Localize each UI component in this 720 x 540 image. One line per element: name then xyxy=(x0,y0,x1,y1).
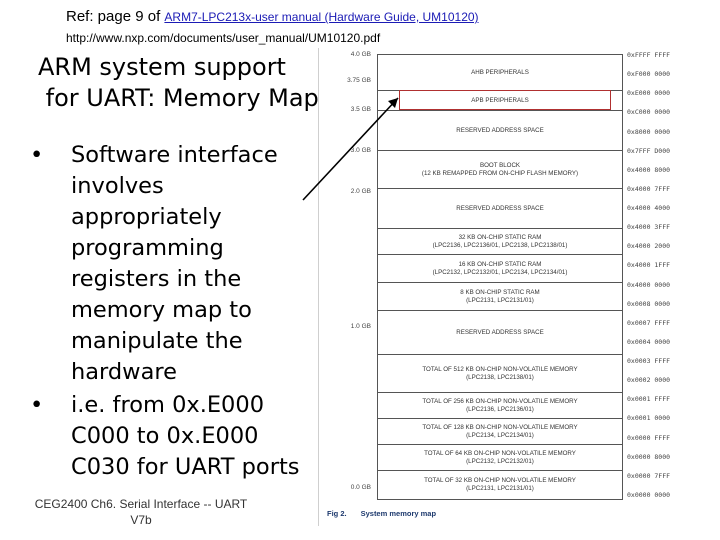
address-label: 0x8000 0000 xyxy=(627,127,671,136)
address-label: 0x4000 2000 xyxy=(627,242,671,251)
address-label: 0x4000 7FFF xyxy=(627,184,671,193)
address-label: 0xC000 0000 xyxy=(627,108,671,117)
address-label: 0x0007 FFFF xyxy=(627,318,671,327)
size-label: 0.0 GB xyxy=(350,484,371,491)
bullet-text: i.e. from 0x.E000 C000 to 0x.E000 C030 f… xyxy=(71,392,300,480)
title-line-1: ARM system support xyxy=(38,53,286,81)
apb-peripherals-highlight xyxy=(399,90,611,110)
size-label: 3.5 GB xyxy=(350,106,371,113)
address-label: 0x0008 0000 xyxy=(627,299,671,308)
memory-region: TOTAL OF 512 kB ON-CHIP NON-VOLATILE MEM… xyxy=(378,355,622,393)
address-label: 0x0000 8000 xyxy=(627,452,671,461)
region-sublabel: (LPC2132, LPC2132/01, LPC2134, LPC2134/0… xyxy=(432,268,568,276)
memory-region: 32 kB ON-CHIP STATIC RAM(LPC2136, LPC213… xyxy=(378,229,622,255)
region-label: BOOT BLOCK xyxy=(479,161,521,169)
region-label: 8 kB ON-CHIP STATIC RAM xyxy=(460,288,540,296)
caption-label: Fig 2. xyxy=(327,509,347,518)
address-label: 0x4000 0000 xyxy=(627,280,671,289)
address-label: 0x0000 0000 xyxy=(627,491,671,499)
region-label: RESERVED ADDRESS SPACE xyxy=(456,204,544,212)
address-label: 0x0001 FFFF xyxy=(627,395,671,404)
figure-caption: Fig 2. System memory map xyxy=(327,509,436,518)
bullet-dot-icon: • xyxy=(30,392,44,418)
region-label: 32 kB ON-CHIP STATIC RAM xyxy=(458,233,542,241)
address-label: 0x4000 4000 xyxy=(627,204,671,213)
address-label: 0xE000 0000 xyxy=(627,89,671,98)
region-sublabel: (LPC2132, LPC2132/01) xyxy=(466,457,534,465)
memory-region: TOTAL OF 256 kB ON-CHIP NON-VOLATILE MEM… xyxy=(378,393,622,419)
footer-line-2: V7b xyxy=(130,513,152,527)
address-label: 0x0000 FFFF xyxy=(627,433,671,442)
memory-region: APB PERIPHERALS xyxy=(378,91,622,111)
memory-map-figure: 4.0 GB 3.75 GB 3.5 GB 3.0 GB 2.0 GB 1.0 GB 0.0… xyxy=(318,48,681,526)
bullet-dot-icon: • xyxy=(30,142,44,168)
size-label: 3.75 GB xyxy=(347,77,371,84)
address-label: 0x7FFF D000 xyxy=(627,146,671,155)
memory-region: BOOT BLOCK(12 kB REMAPPED FROM ON-CHIP F… xyxy=(378,151,622,189)
region-label: RESERVED ADDRESS SPACE xyxy=(456,126,544,134)
region-sublabel: (LPC2136, LPC2136/01, LPC2138, LPC2138/0… xyxy=(432,241,568,249)
address-label: 0x0004 0000 xyxy=(627,337,671,346)
memory-region: RESERVED ADDRESS SPACE xyxy=(378,189,622,229)
size-label: 4.0 GB xyxy=(350,51,371,58)
region-label: AHB PERIPHERALS xyxy=(471,68,529,76)
slide-title: ARM system support for UART: Memory Map xyxy=(38,52,328,114)
size-label: 3.0 GB xyxy=(350,147,371,154)
region-label: TOTAL OF 256 kB ON-CHIP NON-VOLATILE MEM… xyxy=(422,397,578,405)
address-label: 0x4000 3FFF xyxy=(627,223,671,232)
region-sublabel: (12 kB REMAPPED FROM ON-CHIP FLASH MEMOR… xyxy=(421,169,579,177)
size-label: 2.0 GB xyxy=(350,188,371,195)
region-label: TOTAL OF 32 kB ON-CHIP NON-VOLATILE MEMO… xyxy=(424,476,576,484)
memory-region: RESERVED ADDRESS SPACE xyxy=(378,111,622,151)
region-sublabel: (LPC2136, LPC2136/01) xyxy=(466,405,534,413)
address-label: 0x0002 0000 xyxy=(627,376,671,385)
region-label: TOTAL OF 512 kB ON-CHIP NON-VOLATILE MEM… xyxy=(422,365,578,373)
region-sublabel: (LPC2131, LPC2131/01) xyxy=(466,296,534,304)
bullet-list: • Software interface involves appropriate… xyxy=(30,140,320,485)
region-label: RESERVED ADDRESS SPACE xyxy=(456,328,544,336)
manual-url[interactable]: http://www.nxp.com/documents/user_manual… xyxy=(66,31,381,45)
memory-map-box: AHB PERIPHERALS APB PERIPHERALS RESERVED A… xyxy=(377,54,623,500)
title-line-2: for UART: Memory Map xyxy=(38,84,319,112)
memory-region: TOTAL OF 64 kB ON-CHIP NON-VOLATILE MEMO… xyxy=(378,445,622,471)
bullet-item: • Software interface involves appropriate… xyxy=(30,140,320,388)
address-label: 0x0001 0000 xyxy=(627,414,671,423)
region-label: APB PERIPHERALS xyxy=(471,96,529,104)
address-label: 0x0000 7FFF xyxy=(627,471,671,480)
memory-region: TOTAL OF 32 kB ON-CHIP NON-VOLATILE MEMO… xyxy=(378,471,622,498)
region-label: TOTAL OF 128 kB ON-CHIP NON-VOLATILE MEM… xyxy=(422,423,578,431)
region-sublabel: (LPC2134, LPC2134/01) xyxy=(466,431,534,439)
bullet-item: • i.e. from 0x.E000 C000 to 0x.E000 C030 … xyxy=(30,390,320,483)
memory-region: 16 kB ON-CHIP STATIC RAM(LPC2132, LPC213… xyxy=(378,255,622,283)
address-label: 0x4000 1FFF xyxy=(627,261,671,270)
region-sublabel: (LPC2138, LPC2138/01) xyxy=(466,373,534,381)
address-label: 0x4000 8000 xyxy=(627,165,671,174)
footer-line-1: CEG2400 Ch6. Serial Interface -- UART xyxy=(34,497,248,511)
manual-link[interactable]: ARM7-LPC213x-user manual (Hardware Guide… xyxy=(164,10,479,24)
region-label: 16 kB ON-CHIP STATIC RAM xyxy=(458,260,542,268)
bullet-text: Software interface involves appropriatel… xyxy=(71,142,278,385)
memory-region: AHB PERIPHERALS xyxy=(378,55,622,91)
ref-prefix: Ref: page 9 of xyxy=(66,8,165,25)
region-sublabel: (LPC2131, LPC2131/01) xyxy=(466,484,534,492)
memory-region: 8 kB ON-CHIP STATIC RAM(LPC2131, LPC2131… xyxy=(378,283,622,311)
memory-region: RESERVED ADDRESS SPACE xyxy=(378,311,622,355)
region-label: TOTAL OF 64 kB ON-CHIP NON-VOLATILE MEMO… xyxy=(424,449,576,457)
address-label: 0xF000 0000 xyxy=(627,70,671,79)
address-label: 0xFFFF FFFF xyxy=(627,51,671,59)
reference-line: Ref: page 9 of ARM7-LPC213x-user manual … xyxy=(66,8,479,25)
caption-text: System memory map xyxy=(360,509,437,518)
address-label: 0x0003 FFFF xyxy=(627,357,671,366)
memory-region: TOTAL OF 128 kB ON-CHIP NON-VOLATILE MEM… xyxy=(378,419,622,445)
size-label: 1.0 GB xyxy=(350,323,371,330)
slide-footer: CEG2400 Ch6. Serial Interface -- UART V7… xyxy=(26,496,256,528)
